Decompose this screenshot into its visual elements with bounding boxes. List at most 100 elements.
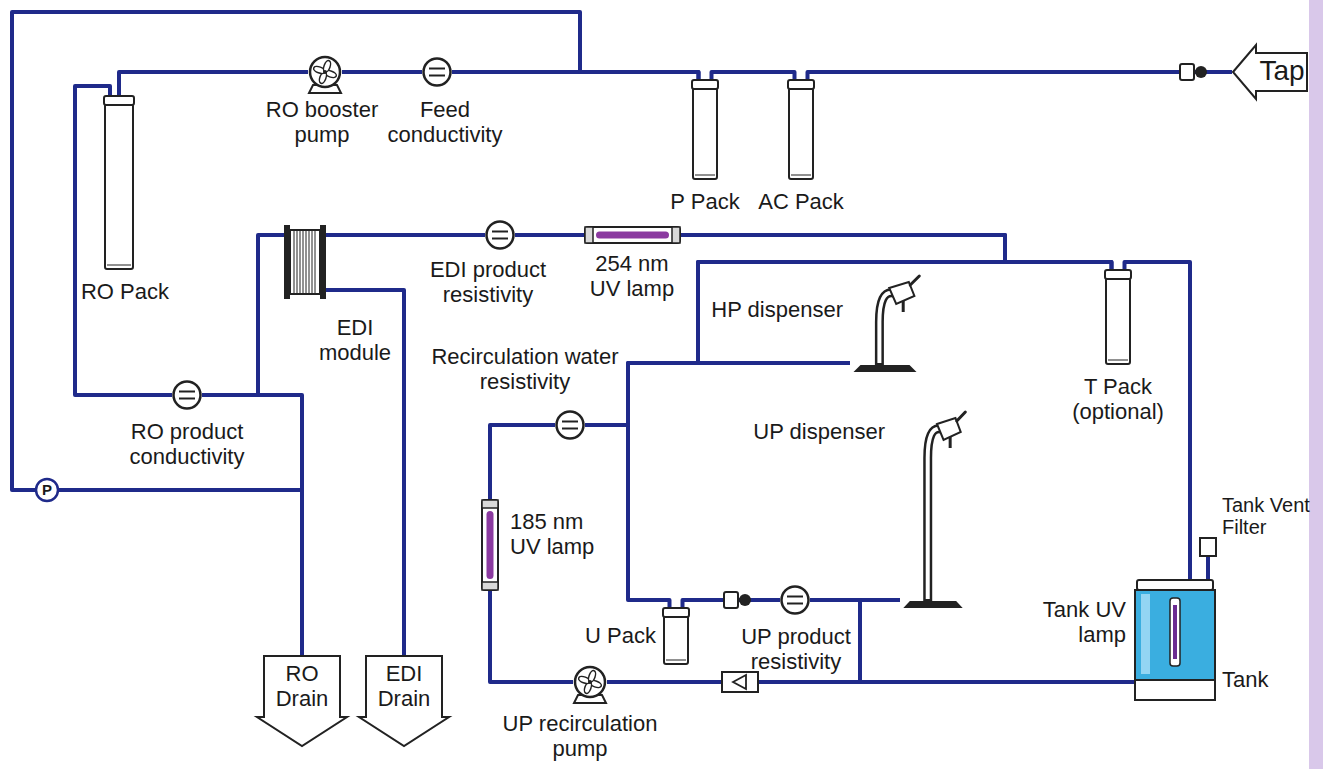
component-label: UP recirculation pump xyxy=(495,712,665,761)
resistivity-sensor: EDI product resistivity xyxy=(485,220,515,250)
component-label: RO Pack xyxy=(75,280,175,305)
p-pack-cartridge-symbol xyxy=(692,80,718,180)
component-name: P Pack xyxy=(655,190,755,215)
component-name: Tank UV lamp xyxy=(1036,598,1126,647)
p-pack-cartridge: P Pack xyxy=(692,80,718,180)
water-pipe xyxy=(515,233,585,237)
component-text-area: Tap xyxy=(1256,44,1308,98)
component-label: RO product conductivity xyxy=(122,420,252,469)
conductivity-sensor: Feed conductivity xyxy=(422,57,452,87)
ac-pack-cartridge: AC Pack xyxy=(788,80,814,180)
water-pipe xyxy=(59,490,302,655)
booster-pump: RO booster pump xyxy=(308,55,342,95)
conductivity-sensor: RO product conductivity xyxy=(172,380,202,410)
component-name: UP product resistivity xyxy=(734,625,859,674)
water-pipe xyxy=(342,70,422,74)
edi-module: EDI module xyxy=(284,222,326,302)
component-name: Tap xyxy=(1259,55,1304,86)
edi-module-symbol xyxy=(284,222,326,302)
component-name: 185 nm UV lamp xyxy=(510,510,605,559)
dispenser: HP dispenser xyxy=(850,282,920,372)
component-label: Tank Vent Filter xyxy=(1222,494,1318,539)
component-label: Tank xyxy=(1222,668,1292,693)
water-pipe xyxy=(1206,556,1210,580)
water-pipe xyxy=(202,235,284,395)
check-valve xyxy=(724,592,751,608)
component-label: 185 nm UV lamp xyxy=(510,510,605,559)
component-label: HP dispenser xyxy=(703,298,843,323)
component-name: HP dispenser xyxy=(703,298,843,323)
vent-filter-symbol xyxy=(1200,538,1216,556)
ac-pack-cartridge-symbol xyxy=(788,80,814,180)
component-label: UP product resistivity xyxy=(734,625,859,674)
storage-tank-symbol xyxy=(1135,580,1215,700)
flow-direction-box xyxy=(722,672,758,692)
component-label: Feed conductivity xyxy=(383,98,508,147)
component-label: P Pack xyxy=(655,190,755,215)
water-pipe xyxy=(585,425,670,608)
dispenser-symbol xyxy=(900,418,966,608)
component-name: U Pack xyxy=(576,624,656,649)
dispenser: UP dispenser xyxy=(900,418,966,608)
component-label: RO booster pump xyxy=(262,98,382,147)
u-pack-cartridge: U Pack xyxy=(663,608,689,665)
component-name: RO booster pump xyxy=(262,98,382,147)
resistivity-sensor-symbol xyxy=(555,410,585,440)
uv-lamp: 254 nm UV lamp xyxy=(585,225,680,245)
water-pipe xyxy=(12,12,699,490)
water-pipe xyxy=(808,72,1233,80)
component-label: Recirculation water resistivity xyxy=(425,345,625,394)
component-name: EDI module xyxy=(315,316,395,365)
resistivity-sensor: UP product resistivity xyxy=(780,585,810,615)
component-name: RO Drain xyxy=(264,662,340,711)
resistivity-sensor-symbol xyxy=(780,585,810,615)
drain-arrow: EDI Drain xyxy=(358,655,450,747)
tap-inlet-arrow: Tap xyxy=(1232,44,1308,100)
component-name: AC Pack xyxy=(751,190,851,215)
component-label: 254 nm UV lamp xyxy=(582,252,682,301)
storage-tank: Tank xyxy=(1135,580,1215,700)
water-pipe xyxy=(680,235,1005,363)
component-name: UP dispenser xyxy=(745,420,885,445)
conductivity-sensor-symbol xyxy=(422,57,452,87)
uv-lamp: 185 nm UV lamp xyxy=(480,500,500,590)
recirculation-pump-symbol xyxy=(573,665,607,705)
water-pipe xyxy=(712,72,795,80)
pressure-gauge: P xyxy=(35,478,59,502)
recirculation-pump: UP recirculation pump xyxy=(573,665,607,705)
conductivity-sensor-symbol xyxy=(172,380,202,410)
uv-lamp-symbol xyxy=(480,500,500,590)
dispenser-symbol xyxy=(850,282,920,372)
water-pipe xyxy=(490,425,555,500)
component-name: T Pack (optional) xyxy=(1066,375,1170,424)
t-pack-cartridge: T Pack (optional) xyxy=(1105,270,1131,365)
resistivity-sensor: Recirculation water resistivity xyxy=(555,410,585,440)
resistivity-sensor-symbol xyxy=(485,220,515,250)
component-label: EDI module xyxy=(315,316,395,365)
component-name: EDI product resistivity xyxy=(426,258,551,307)
component-label: Tank UV lamp xyxy=(1036,598,1126,647)
component-name: P xyxy=(42,482,52,499)
water-pipe xyxy=(119,72,308,96)
component-name: Tank xyxy=(1222,668,1292,693)
component-label: UP dispenser xyxy=(745,420,885,445)
check-valve xyxy=(1180,64,1207,80)
component-name: Feed conductivity xyxy=(383,98,508,147)
u-pack-cartridge-symbol xyxy=(663,608,689,665)
component-text-area: EDI Drain xyxy=(366,657,442,717)
component-text-area: RO Drain xyxy=(264,657,340,717)
component-name: Tank Vent Filter xyxy=(1222,494,1318,539)
water-pipe xyxy=(585,363,850,425)
component-name: RO Pack xyxy=(75,280,175,305)
component-name: 254 nm UV lamp xyxy=(582,252,682,301)
t-pack-cartridge-symbol xyxy=(1105,270,1131,365)
uv-lamp-symbol xyxy=(585,225,680,245)
component-text-area: P xyxy=(35,478,59,502)
component-name: Recirculation water resistivity xyxy=(425,345,625,394)
ro-pack-cartridge-symbol xyxy=(104,96,134,270)
water-pipe xyxy=(326,233,485,237)
component-name: RO product conductivity xyxy=(122,420,252,469)
drain-arrow: RO Drain xyxy=(256,655,348,747)
ro-pack-cartridge: RO Pack xyxy=(104,96,134,270)
component-name: EDI Drain xyxy=(366,662,442,711)
